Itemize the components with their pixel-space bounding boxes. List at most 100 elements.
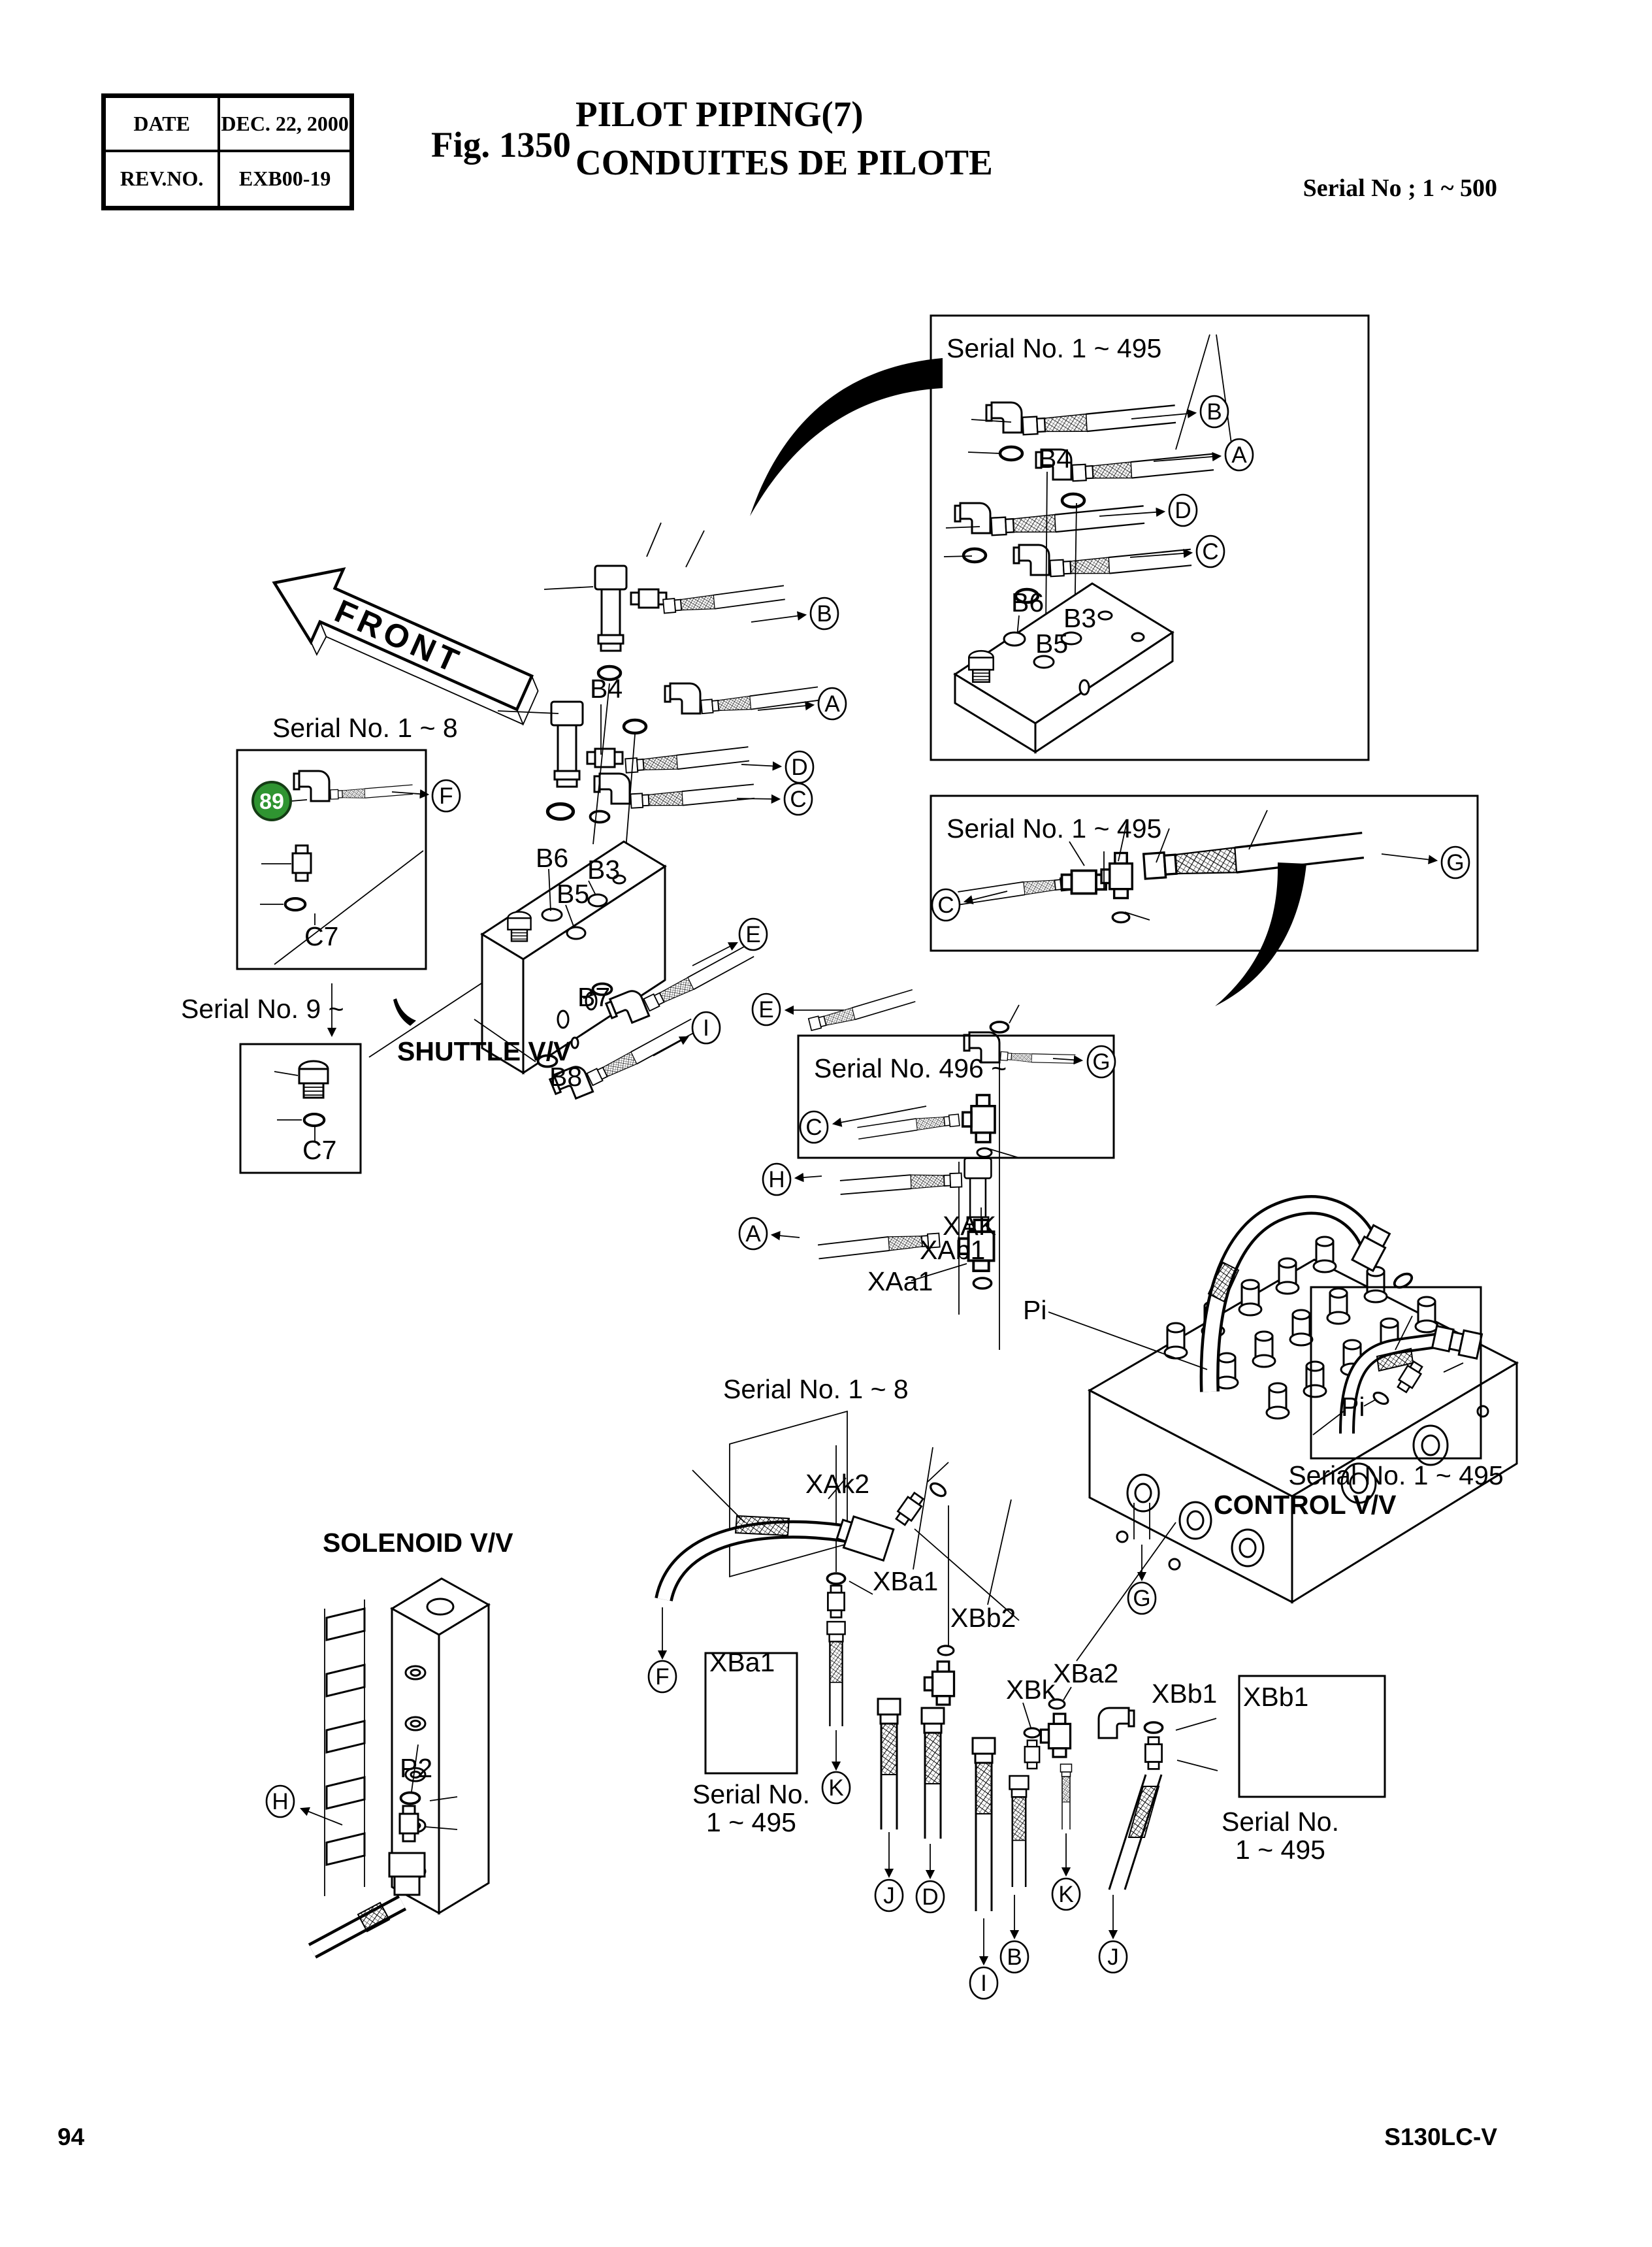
- serial-text: 1 ~ 495: [1235, 1835, 1325, 1865]
- xba1-column-art: [826, 1572, 873, 1728]
- svg-text:C: C: [937, 893, 954, 918]
- ha-hoses-art: [817, 1157, 996, 1290]
- diagram-art: FRONT: [260, 334, 1519, 1959]
- callout-B: B: [751, 597, 839, 631]
- svg-text:E: E: [745, 922, 760, 947]
- page-title: PILOT PIPING(7) CONDUITES DE PILOTE: [575, 90, 993, 188]
- revno-value: EXB00-19: [238, 167, 331, 191]
- callout-C: C: [931, 888, 1008, 922]
- callout-K: K: [821, 1730, 851, 1805]
- svg-text:89: 89: [259, 789, 284, 814]
- callout-B: B: [999, 1895, 1029, 1974]
- svg-text:F: F: [655, 1664, 669, 1690]
- svg-text:G: G: [1092, 1049, 1110, 1075]
- shuttle-valve-block: [368, 840, 667, 1075]
- inset-cg2-art: [856, 1004, 1076, 1350]
- svg-text:D: D: [922, 1884, 938, 1910]
- callout-G: G: [1381, 845, 1470, 879]
- serial-text: Serial No.: [692, 1779, 810, 1809]
- part-label-XAK: XAK: [943, 1211, 996, 1241]
- central-hoses-art: [497, 522, 820, 850]
- svg-text:J: J: [1107, 1944, 1119, 1970]
- part-label-Pi: Pi: [1023, 1295, 1046, 1325]
- callout-G: G: [1052, 1045, 1116, 1079]
- title-french: CONDUITES DE PILOTE: [575, 142, 993, 183]
- solenoid-vv-label: SOLENOID V/V: [323, 1528, 513, 1558]
- part-label-B5: B5: [557, 879, 589, 909]
- serial-text: Serial No. 1 ~ 495: [1288, 1460, 1503, 1490]
- revno-label: REV.NO.: [106, 152, 221, 206]
- callout-A: A: [738, 1217, 800, 1251]
- svg-text:B: B: [817, 601, 832, 627]
- part-label-B6: B6: [1011, 587, 1044, 617]
- part-label-XBa1: XBa1: [709, 1647, 775, 1677]
- swoosh-top: [750, 358, 943, 516]
- callout-F: F: [391, 779, 461, 813]
- revision-table: DATE DEC. 22, 2000 REV.NO. EXB00-19: [101, 93, 354, 210]
- bottom-hoses-art: [877, 1528, 1218, 1911]
- callout-I: I: [969, 1918, 999, 2000]
- part-label-XBb1: XBb1: [1243, 1682, 1308, 1712]
- inset-top-right-title: Serial No. 1 ~ 495: [947, 333, 1161, 363]
- callout-C: C: [799, 1106, 927, 1144]
- callout-A: A: [757, 687, 847, 721]
- part-label-B5: B5: [1035, 629, 1068, 659]
- part-label-B7: B7: [577, 982, 610, 1012]
- svg-text:B: B: [1207, 399, 1222, 425]
- part-label-B6: B6: [536, 843, 568, 873]
- inset-89: [236, 749, 427, 970]
- inset-pi: [1310, 1286, 1482, 1460]
- inset-c7: [239, 1043, 362, 1174]
- callout-K: K: [1051, 1833, 1081, 1911]
- b7-b8-hoses-art: [474, 943, 756, 1106]
- inset-cg1-art: [957, 810, 1366, 924]
- serial-text: Serial No. 9 ~: [181, 994, 344, 1024]
- svg-text:G: G: [1446, 850, 1464, 876]
- part-label-Pi: Pi: [1341, 1392, 1365, 1422]
- part-label-C7: C7: [304, 921, 338, 951]
- callout-D: D: [1099, 493, 1198, 527]
- callout-C: C: [1129, 534, 1225, 568]
- inset-89-art: [260, 770, 424, 965]
- page-number: 94: [57, 2124, 85, 2150]
- title-english: PILOT PIPING(7): [575, 94, 864, 134]
- callout-D: D: [741, 750, 815, 784]
- inset-cg-2: Serial No. 496 ~: [797, 1034, 1115, 1159]
- part-label-XBa2: XBa2: [1053, 1658, 1118, 1688]
- serial-text: 1 ~ 495: [706, 1807, 796, 1837]
- date-label: DATE: [106, 98, 221, 152]
- callout-H: H: [265, 1784, 343, 1826]
- svg-text:C: C: [805, 1115, 822, 1140]
- callout-J: J: [1098, 1895, 1128, 1974]
- part-label-P2: P2: [400, 1753, 432, 1783]
- svg-text:E: E: [758, 997, 773, 1023]
- svg-text:J: J: [883, 1883, 895, 1909]
- part-label-XAk2: XAk2: [805, 1469, 869, 1499]
- callout-J: J: [874, 1832, 904, 1912]
- svg-text:A: A: [824, 691, 840, 717]
- svg-text:H: H: [272, 1789, 288, 1814]
- svg-text:K: K: [828, 1775, 843, 1801]
- part-label-XBk: XBk: [1006, 1675, 1056, 1705]
- inset-top-right-art: [943, 334, 1234, 754]
- svg-text:K: K: [1058, 1882, 1073, 1907]
- inset-cg-1: Serial No. 1 ~ 495: [930, 795, 1479, 952]
- svg-text:D: D: [1174, 498, 1191, 523]
- pi-hose-art: [1048, 1195, 1416, 1392]
- part-label-XBb2: XBb2: [950, 1603, 1016, 1633]
- part-label-XBb1: XBb1: [1152, 1679, 1217, 1709]
- svg-text:D: D: [791, 755, 807, 780]
- solenoid-valve-block: [308, 1577, 491, 1959]
- serial-text: Serial No.: [1222, 1807, 1339, 1837]
- xak2-art: [655, 1410, 949, 1602]
- svg-text:H: H: [768, 1167, 785, 1192]
- serial-text: Serial No. 1 ~ 8: [723, 1374, 909, 1404]
- svg-text:I: I: [980, 1971, 987, 1996]
- part-label-XBa1: XBa1: [873, 1566, 938, 1596]
- inset-cg-2-title: Serial No. 496 ~: [814, 1053, 1007, 1083]
- svg-text:G: G: [1133, 1586, 1150, 1611]
- part-label-B4: B4: [1039, 444, 1071, 474]
- serial-range-note: Serial No ; 1 ~ 500: [1303, 174, 1497, 202]
